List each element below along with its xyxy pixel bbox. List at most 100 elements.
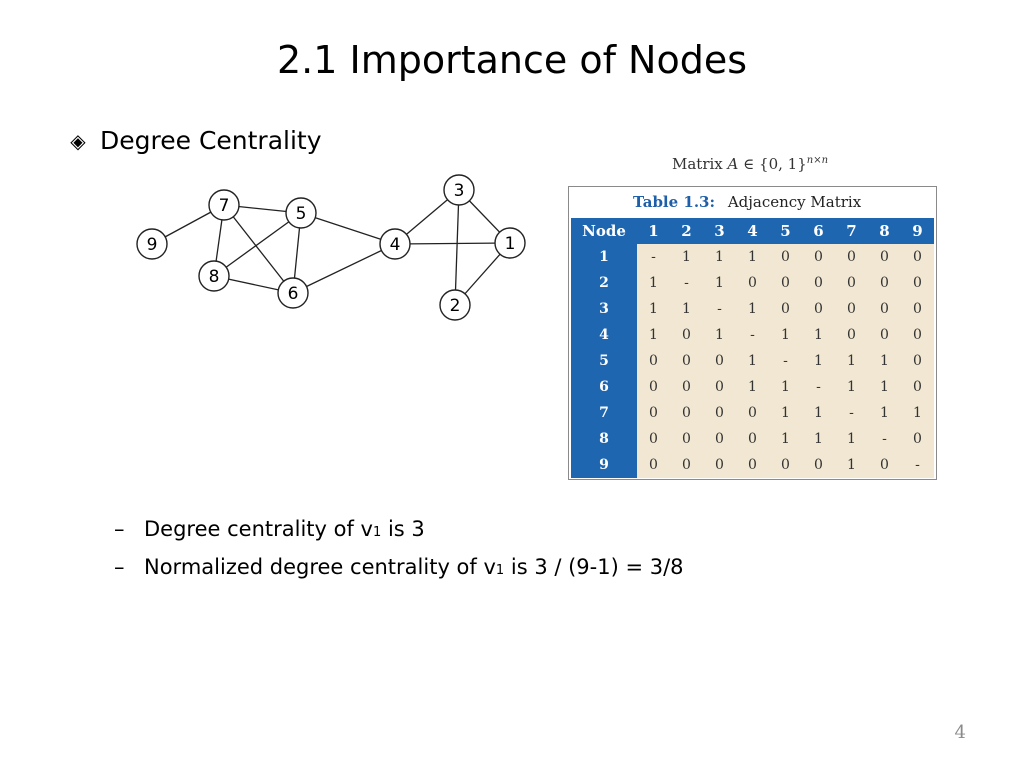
- table-cell: 0: [802, 270, 835, 296]
- table-header-corner: Node: [571, 218, 637, 244]
- table-cell: 0: [637, 426, 670, 452]
- sub-bullet-text-end: is 3: [381, 517, 425, 541]
- table-cell: 1: [802, 426, 835, 452]
- dash-marker: –: [114, 555, 125, 579]
- table-cell: 0: [802, 244, 835, 270]
- row-header: 6: [571, 374, 637, 400]
- row-header: 4: [571, 322, 637, 348]
- table-cell: 0: [835, 296, 868, 322]
- table-cell: 1: [769, 322, 802, 348]
- table-title: Adjacency Matrix: [727, 193, 862, 211]
- subscript: 1: [495, 563, 505, 578]
- table-cell: 0: [868, 452, 901, 478]
- graph-node-label: 4: [390, 235, 401, 255]
- table-cell: 1: [868, 400, 901, 426]
- graph-node-8: 8: [198, 260, 230, 292]
- table-cell: -: [670, 270, 703, 296]
- graph-node-label: 2: [450, 296, 461, 316]
- table-cell: 0: [703, 426, 736, 452]
- table-cell: 0: [769, 452, 802, 478]
- table-cell: 0: [637, 400, 670, 426]
- graph-node-2: 2: [439, 289, 471, 321]
- table-cell: 0: [868, 270, 901, 296]
- table-cell: 1: [901, 400, 934, 426]
- graph-edge: [300, 212, 396, 245]
- table-column-header: 8: [868, 218, 901, 244]
- table-cell: 0: [670, 348, 703, 374]
- table-cell: 1: [769, 374, 802, 400]
- table-cell: 1: [835, 426, 868, 452]
- row-header: 9: [571, 452, 637, 478]
- graph-node-label: 1: [505, 234, 516, 254]
- table-cell: 1: [868, 374, 901, 400]
- table-cell: 0: [901, 348, 934, 374]
- table-cell: 0: [736, 270, 769, 296]
- graph-node-4: 4: [379, 228, 411, 260]
- table-cell: 0: [868, 322, 901, 348]
- row-header: 1: [571, 244, 637, 270]
- main-bullet-text: Degree Centrality: [100, 126, 322, 155]
- sub-bullet-text-end: is 3 / (9-1) = 3/8: [504, 555, 684, 579]
- graph-node-5: 5: [285, 197, 317, 229]
- table-cell: 1: [670, 296, 703, 322]
- graph-edge: [394, 242, 511, 245]
- table-cell: -: [802, 374, 835, 400]
- table-column-header: 5: [769, 218, 802, 244]
- table-cell: 0: [901, 296, 934, 322]
- table-cell: 1: [835, 452, 868, 478]
- table-cell: 1: [769, 400, 802, 426]
- table-cell: -: [769, 348, 802, 374]
- row-header: 5: [571, 348, 637, 374]
- table-cell: 0: [670, 322, 703, 348]
- graph-node-label: 7: [219, 196, 230, 216]
- table-cell: -: [901, 452, 934, 478]
- table-cell: 0: [736, 452, 769, 478]
- graph-node-9: 9: [136, 228, 168, 260]
- slide-title: 2.1 Importance of Nodes: [276, 38, 748, 82]
- table-cell: 1: [637, 322, 670, 348]
- graph-node-7: 7: [208, 189, 240, 221]
- table-cell: 0: [703, 452, 736, 478]
- table-cell: 0: [835, 244, 868, 270]
- row-header: 7: [571, 400, 637, 426]
- table-cell: -: [637, 244, 670, 270]
- table-cell: 1: [736, 348, 769, 374]
- table-cell: 1: [703, 244, 736, 270]
- page-number: 4: [954, 722, 966, 743]
- main-bullet: ◈ Degree Centrality: [64, 126, 322, 155]
- table-cell: 0: [868, 296, 901, 322]
- table-cell: 0: [703, 374, 736, 400]
- table-cell: 0: [769, 244, 802, 270]
- table-cell: 0: [736, 400, 769, 426]
- graph-node-label: 9: [147, 235, 158, 255]
- table-cell: 0: [901, 244, 934, 270]
- table-cell: 1: [637, 270, 670, 296]
- table-cell: 0: [637, 374, 670, 400]
- table-cell: 0: [769, 270, 802, 296]
- table-cell: 1: [736, 244, 769, 270]
- graph-node-6: 6: [277, 277, 309, 309]
- table-cell: -: [736, 322, 769, 348]
- diamond-bullet-icon: ◈: [70, 128, 86, 153]
- table-cell: 1: [670, 244, 703, 270]
- table-cell: 0: [835, 270, 868, 296]
- table-cell: 0: [901, 322, 934, 348]
- dash-marker: –: [114, 517, 125, 541]
- table-cell: 0: [637, 452, 670, 478]
- table-cell: 1: [703, 270, 736, 296]
- table-cell: 1: [736, 374, 769, 400]
- table-cell: 1: [736, 296, 769, 322]
- graph-edge: [454, 189, 460, 306]
- table-column-header: 7: [835, 218, 868, 244]
- table-cell: 1: [769, 426, 802, 452]
